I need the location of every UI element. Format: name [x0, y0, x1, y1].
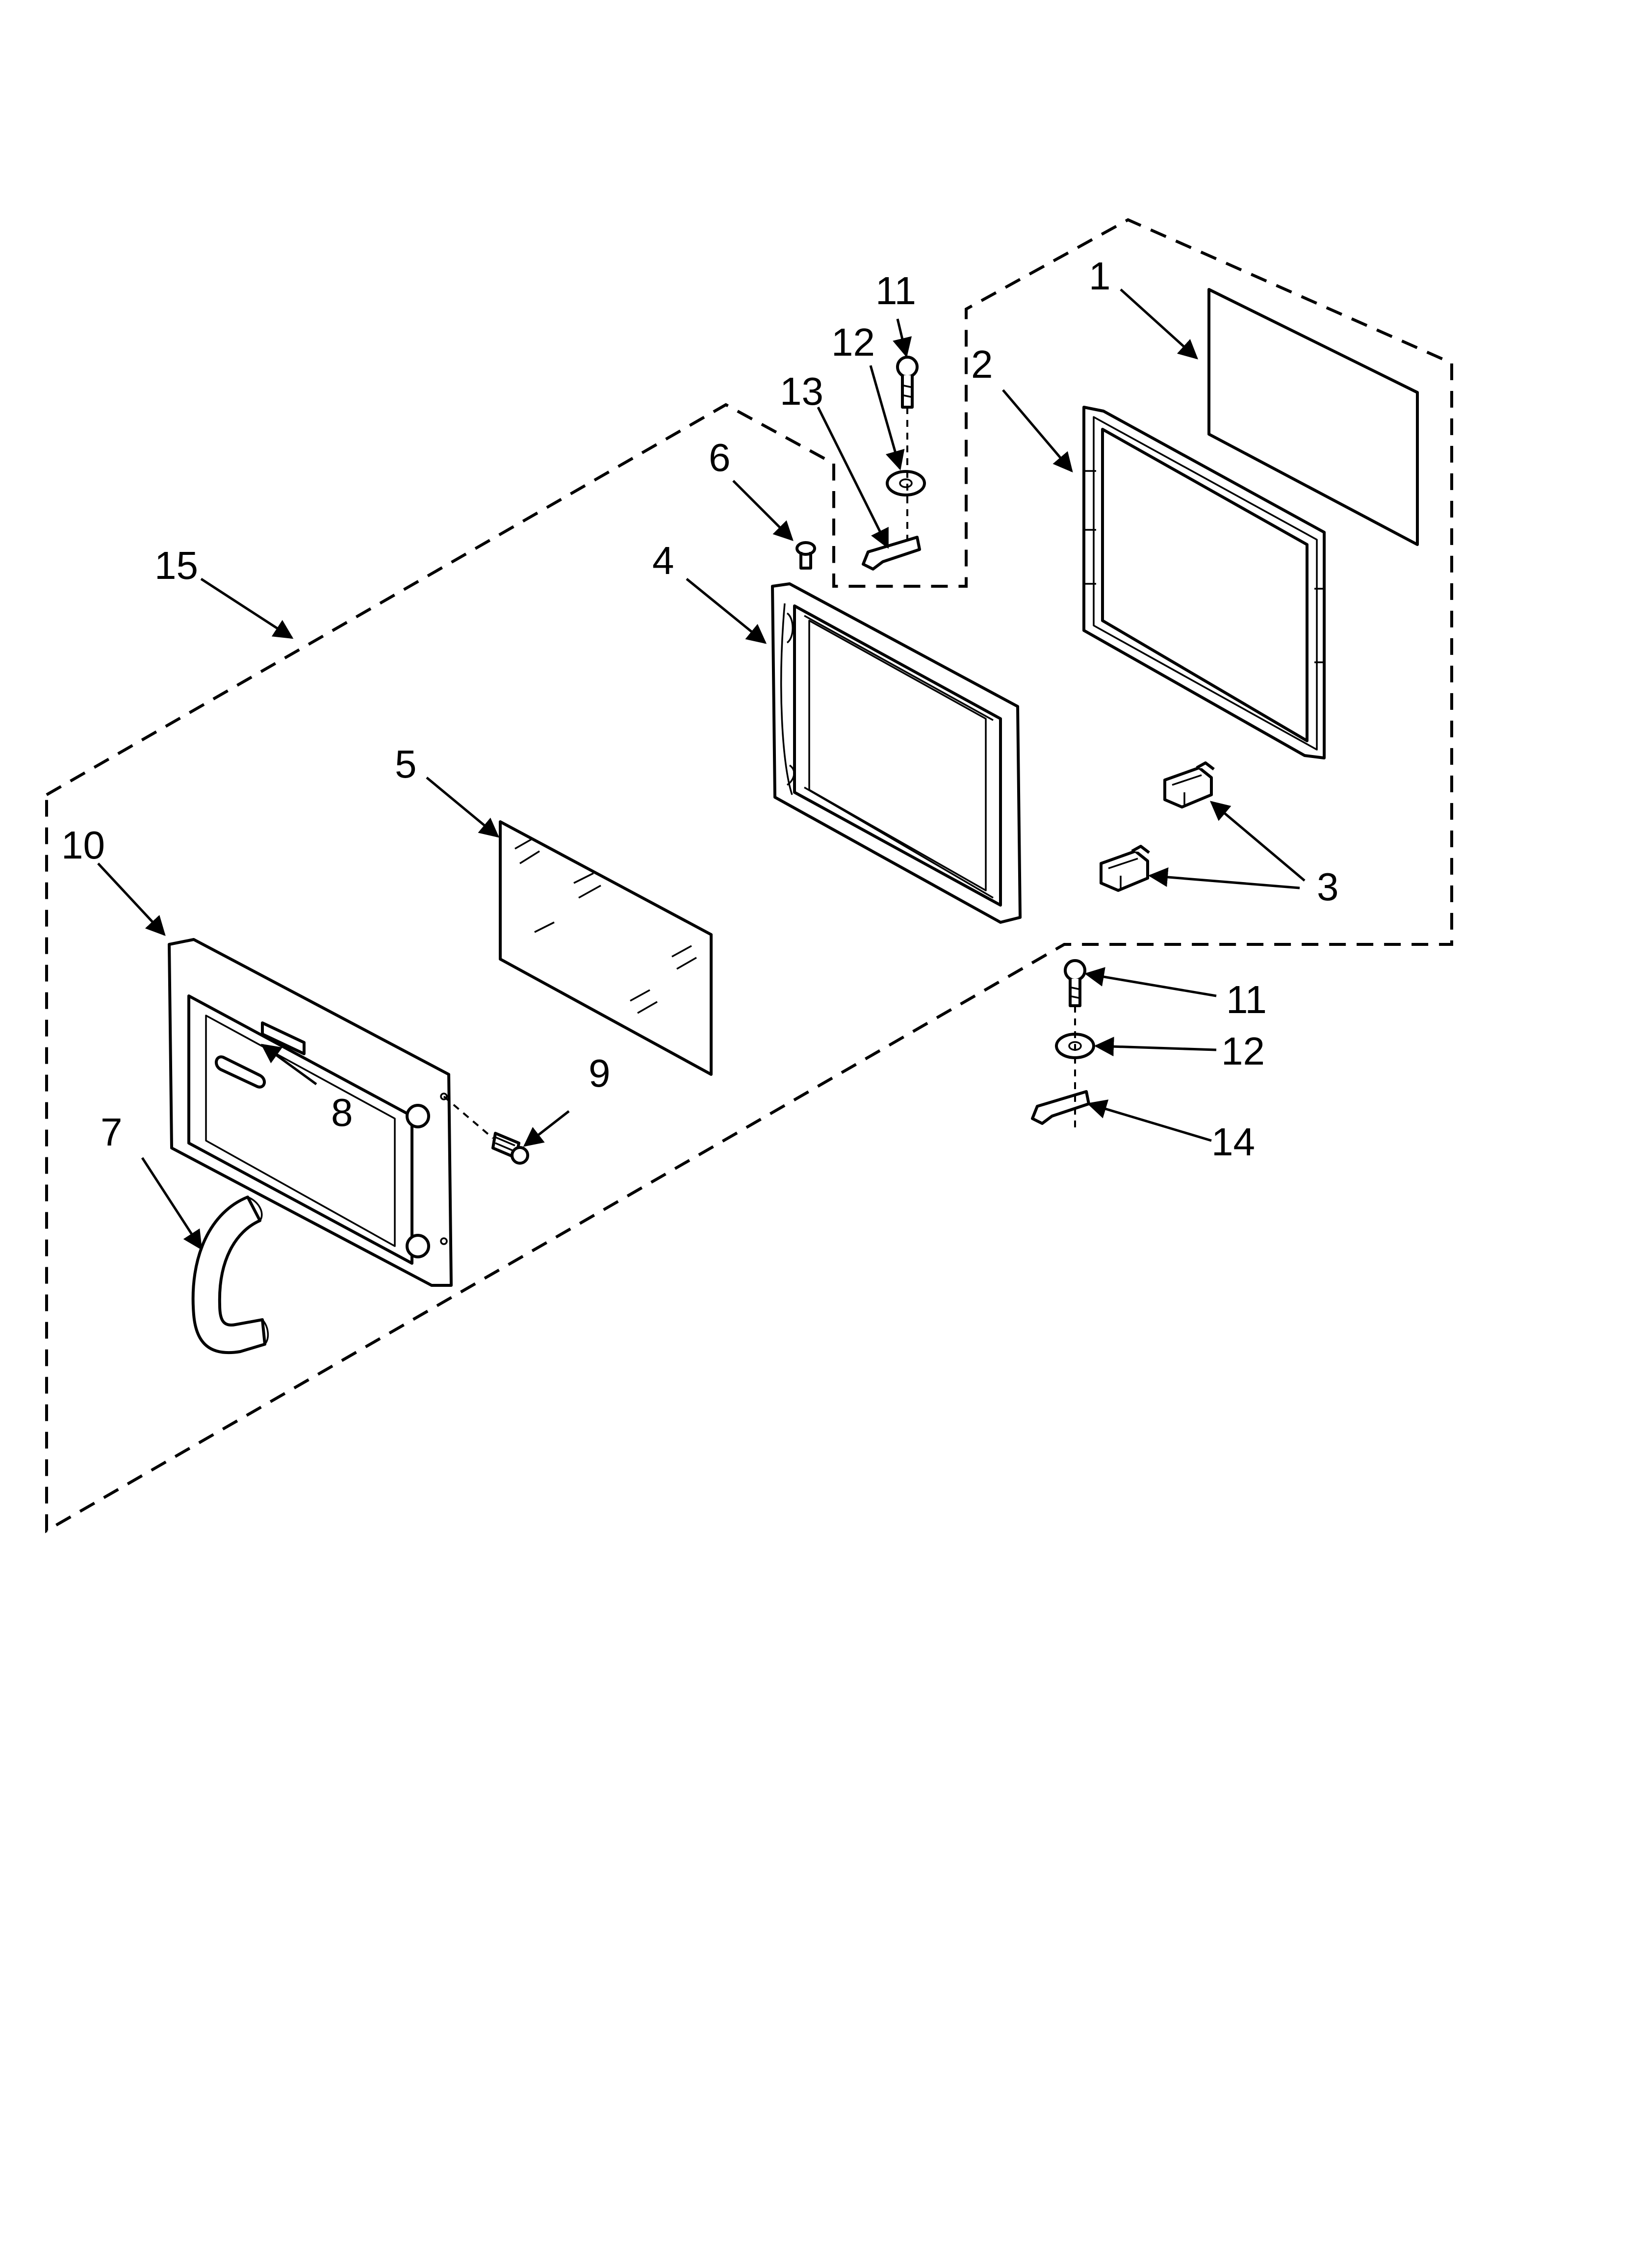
part-5-glass-panel: [499, 820, 713, 1076]
assembly-boundary-15: [45, 218, 1453, 1534]
callout-15: 15: [154, 544, 198, 587]
callout-11-top: 11: [875, 269, 916, 313]
callout-13: 13: [780, 369, 823, 413]
part-10-outer-door-panel: [168, 938, 453, 1287]
part-7-handle-cap-bottom: [261, 1319, 269, 1345]
part-11-screw-bottom: [1064, 959, 1086, 1007]
part-7-handle-cap-top: [247, 1196, 263, 1222]
part-13-hinge-bracket: [862, 536, 921, 571]
callout-9: 9: [589, 1051, 611, 1095]
callout-12-top: 12: [831, 320, 875, 364]
part-6-rivet: [795, 541, 816, 570]
callout-7: 7: [101, 1110, 123, 1154]
part-14-hinge-bracket: [1031, 1090, 1090, 1125]
callout-3: 3: [1317, 865, 1339, 909]
callout-12-bottom: 12: [1221, 1029, 1265, 1073]
part-9-screw: [491, 1132, 529, 1165]
part-3-latch-upper: [1163, 761, 1215, 808]
callout-2: 2: [971, 342, 993, 386]
part-2-inner-door-frame: [1082, 406, 1326, 759]
callout-5: 5: [395, 742, 417, 786]
callout-11-bottom: 11: [1226, 978, 1267, 1021]
part-3-latch-lower: [1100, 845, 1150, 892]
leader-lines: [97, 288, 1306, 1251]
part-4-door-frame: [771, 582, 1022, 924]
part-11-screw-top: [896, 356, 919, 409]
callout-1: 1: [1089, 254, 1111, 298]
part-7-door-handle: [191, 1196, 266, 1355]
screw-9-alignment-line: [443, 1095, 494, 1139]
part-1-door-window-film: [1207, 288, 1419, 546]
callout-6: 6: [709, 436, 731, 479]
callout-4: 4: [652, 539, 674, 582]
callout-14: 14: [1211, 1120, 1255, 1164]
callout-8: 8: [331, 1091, 353, 1134]
callout-10: 10: [61, 823, 105, 867]
part-12-washer-top: [886, 470, 926, 496]
